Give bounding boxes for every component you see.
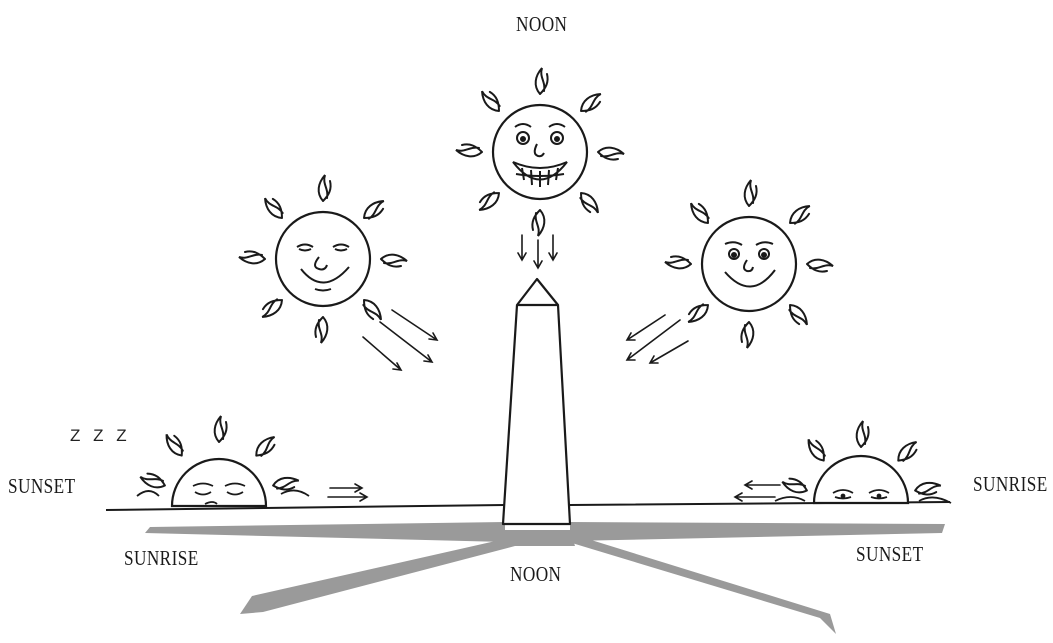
arrow-icon-sunset [328,484,367,501]
label-sunset-left: SUNSET [8,474,76,499]
sun-face [276,212,370,306]
sun-icon-noon [456,68,624,236]
label-sunrise-shadow: SUNRISE [124,546,199,571]
sunset-shadow [570,522,945,541]
morning-shadow [240,540,515,614]
label-noon-shadow: NOON [510,562,561,587]
sun-face [702,217,796,311]
afternoon-shadow [562,535,836,634]
sun-icon-afternoon [665,180,833,348]
label-sunset-shadow: SUNSET [856,542,924,567]
label-noon-top: NOON [516,12,567,37]
arrow-icon-noon [518,235,557,268]
sleep-label: Z Z Z [70,426,131,446]
sun-icon-sunset-sleeping [137,416,309,506]
obelisk-icon [503,279,570,524]
arrow-icon-sunrise [735,481,780,501]
sun-icon-morning [239,175,407,343]
sun-icon-sunrise [775,421,951,503]
arrow-icon-afternoon [627,315,688,363]
sunrise-shadow [145,522,505,542]
label-sunrise-right: SUNRISE [973,472,1048,497]
